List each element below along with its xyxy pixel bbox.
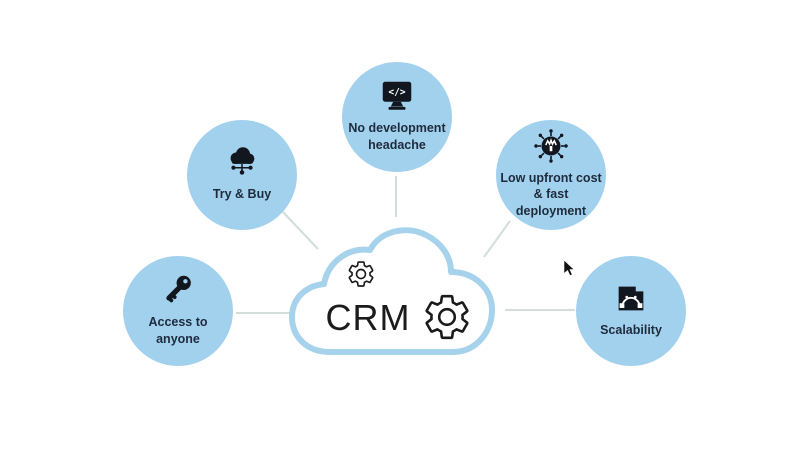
connector-low-upfront [483,220,511,258]
crm-title: CRM [325,297,411,338]
mouse-cursor [563,260,575,277]
node-try-and-buy: Try & Buy [187,120,297,230]
node-label: Try & Buy [212,187,272,202]
node-label: Scalability [600,323,662,338]
key-icon [166,276,191,303]
node-low-upfront-cost: Low upfront cost & fast deployment [496,120,606,230]
node-scalability: Scalability [576,256,686,366]
gear-icon [348,261,374,287]
network-hub-icon [534,129,568,163]
node-access-to-anyone: Access to anyone [123,256,233,366]
vector-curve-icon [618,286,644,311]
node-label: No development headache [348,121,446,152]
node-no-development-headache: </> No development headache [342,62,452,172]
cloud-network-icon [230,147,255,176]
node-label: Low upfront cost & fast deployment [500,171,602,218]
monitor-code-icon: </> [382,82,412,111]
code-glyph: </> [388,87,405,98]
gear-icon [425,294,469,340]
crm-cloud [289,227,495,355]
node-label: Access to anyone [148,315,208,346]
connector-try-buy [281,210,319,250]
